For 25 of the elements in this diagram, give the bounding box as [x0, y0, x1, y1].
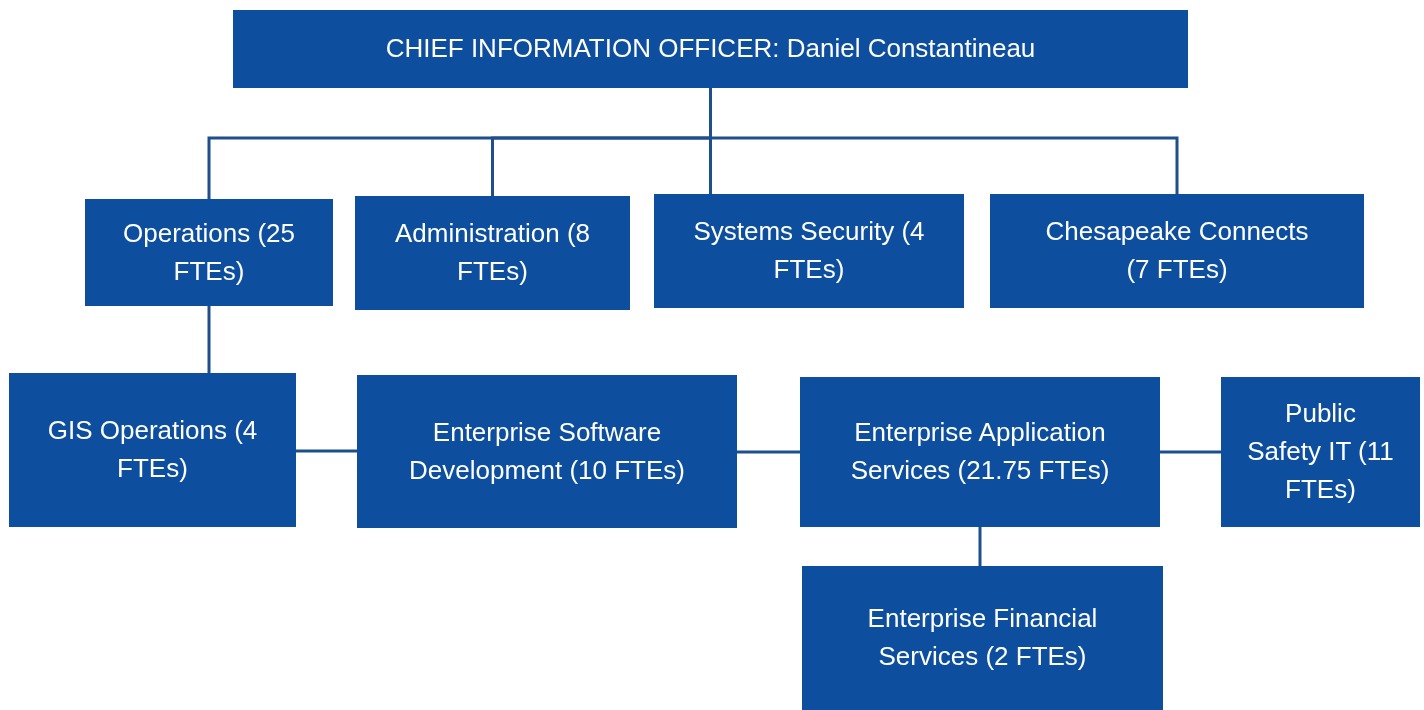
unit-label: Operations (25 FTEs) — [122, 216, 296, 288]
unit-label: Public Safety IT (11 FTEs) — [1246, 397, 1395, 506]
org-unit-box — [802, 566, 1163, 710]
unit-label: Chesapeake Connects (7 FTEs) — [1044, 215, 1310, 286]
unit-label: Enterprise Application Services (21.75 FTEs) — [849, 416, 1111, 487]
org-unit-box — [9, 373, 296, 527]
org-unit-box — [357, 375, 737, 528]
connector-line — [1160, 450, 1221, 454]
org-unit-box — [654, 194, 964, 308]
connector-line — [978, 527, 982, 566]
unit-label: Enterprise Software Development (10 FTEs) — [408, 415, 686, 487]
unit-label: Enterprise Financial Services (2 FTEs) — [866, 602, 1099, 673]
unit-label: Systems Security (4 FTEs) — [692, 215, 926, 286]
connector-line — [296, 449, 357, 453]
org-unit-box — [800, 377, 1160, 527]
unit-label: CHIEF INFORMATION OFFICER: Daniel Constantineau — [385, 32, 1036, 66]
org-unit-box — [85, 199, 333, 306]
connector-line — [737, 450, 800, 454]
unit-label: GIS Operations (4 FTEs) — [46, 414, 259, 485]
org-unit-box — [990, 194, 1364, 308]
unit-label: Administration (8 FTEs) — [393, 217, 592, 288]
org-unit-box — [355, 196, 630, 310]
connector-line — [207, 306, 211, 373]
org-unit-box — [1221, 377, 1420, 527]
org-unit-box — [233, 10, 1188, 88]
